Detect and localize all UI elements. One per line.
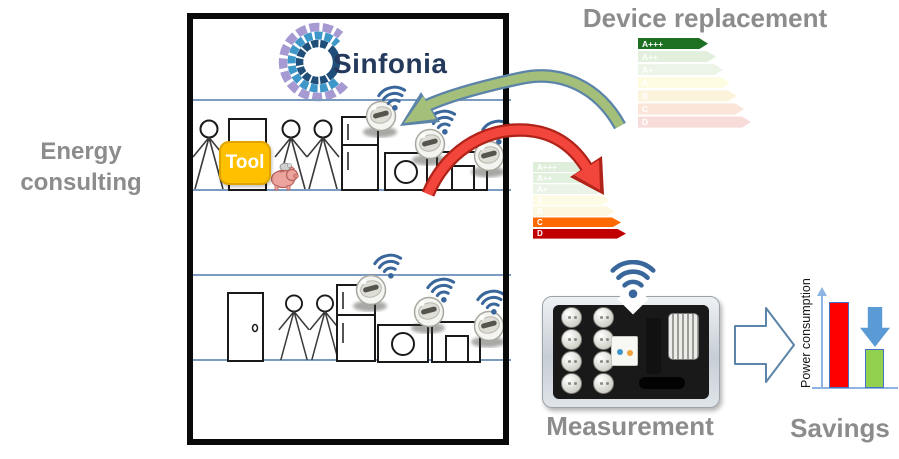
energy-grade-row: A+	[638, 64, 723, 75]
savings-down-arrow-icon	[860, 307, 890, 347]
savings-x-axis	[812, 387, 898, 389]
bar-before	[829, 302, 849, 388]
energy-grade-row: D	[638, 116, 751, 127]
bar-after	[865, 349, 884, 388]
energy-consulting-line1: Energy	[40, 138, 122, 165]
energy-grade-row: B	[638, 90, 737, 101]
energy-grade-row: A	[638, 77, 730, 88]
energy-label-efficient: A+++ A++ A+ A B C D	[638, 38, 751, 130]
right-block-arrow-icon	[734, 307, 795, 383]
gateway-box	[611, 336, 638, 366]
energy-grade-row: A	[533, 195, 610, 205]
energy-grade-row: C	[638, 103, 744, 114]
energy-label-inefficient: A+++ A++ A+ A B C D	[533, 162, 626, 240]
energy-consulting-line2: consulting	[20, 169, 142, 197]
smart-plug-photo	[561, 373, 582, 394]
energy-grade-row: A++	[533, 173, 600, 183]
power-adapter	[646, 318, 661, 374]
cable-coil	[668, 313, 699, 360]
savings-title: Savings	[790, 413, 890, 443]
sinfonia-logo-text: Sinfonia	[333, 48, 448, 79]
savings-y-axis	[821, 295, 823, 388]
house-frame	[187, 13, 509, 445]
energy-grade-row: B	[533, 206, 615, 216]
energy-grade-row: A+	[533, 184, 605, 194]
energy-grade-row: C	[533, 217, 621, 227]
smart-plug-photo	[561, 329, 582, 350]
smart-plug-photo	[593, 373, 614, 394]
tool-box: Tool	[219, 141, 271, 185]
tool-box-label: Tool	[225, 152, 265, 173]
smart-plug-photo	[593, 307, 614, 328]
smart-plug-photo	[561, 351, 582, 372]
energy-grade-row: A+++	[638, 38, 708, 49]
savings-y-axis-arrow	[817, 287, 827, 296]
power-consumption-axis-label: Power consumption	[799, 278, 813, 388]
measurement-title: Measurement	[546, 411, 714, 441]
smart-plug-photo	[561, 307, 582, 328]
energy-grade-row: A++	[638, 51, 716, 62]
black-cable	[639, 377, 685, 389]
energy-grade-row: D	[533, 229, 626, 239]
measurement-kit-case	[542, 296, 720, 408]
energy-grade-row: A+++	[533, 162, 595, 172]
energy-consulting-label: Energy consulting	[0, 136, 162, 198]
wifi-icon	[613, 262, 653, 298]
device-replacement-title: Device replacement	[582, 3, 828, 33]
